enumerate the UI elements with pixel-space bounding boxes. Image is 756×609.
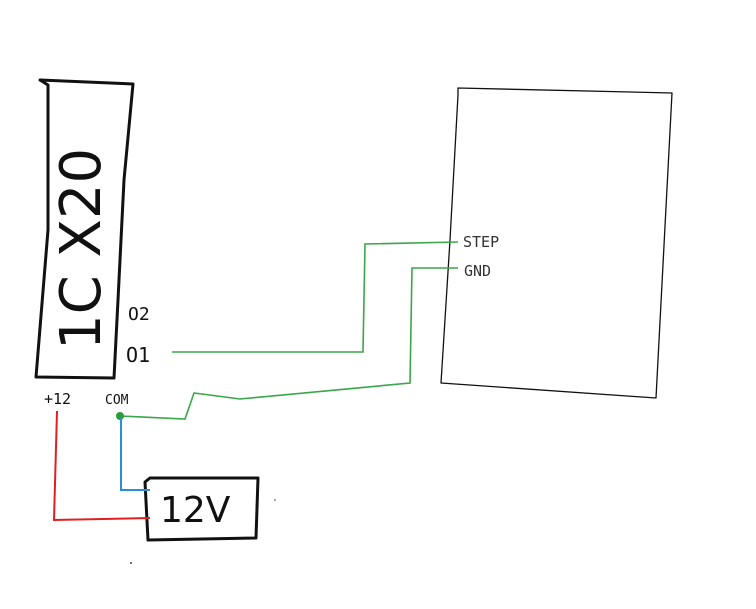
driver-pin-step: STEP xyxy=(463,233,499,251)
driver-pin-gnd: GND xyxy=(464,262,491,280)
wire-step xyxy=(172,241,459,353)
stepper-driver xyxy=(440,87,673,399)
wire-gnd xyxy=(119,267,458,420)
power-supply-label: 12V xyxy=(160,490,231,531)
power-supply xyxy=(143,476,260,542)
plc-label: 1C X20 xyxy=(49,148,114,350)
wire-positive xyxy=(52,410,151,522)
stray-dot xyxy=(130,562,132,564)
wire-negative xyxy=(120,418,150,491)
plc-output-o1: O1 xyxy=(126,343,150,367)
plc-terminal-plus12: +12 xyxy=(44,390,71,408)
stray-dot xyxy=(274,499,276,501)
plc-terminal-com: COM xyxy=(105,393,129,408)
plc-output-o2: O2 xyxy=(128,304,150,325)
plc-module xyxy=(34,78,135,380)
